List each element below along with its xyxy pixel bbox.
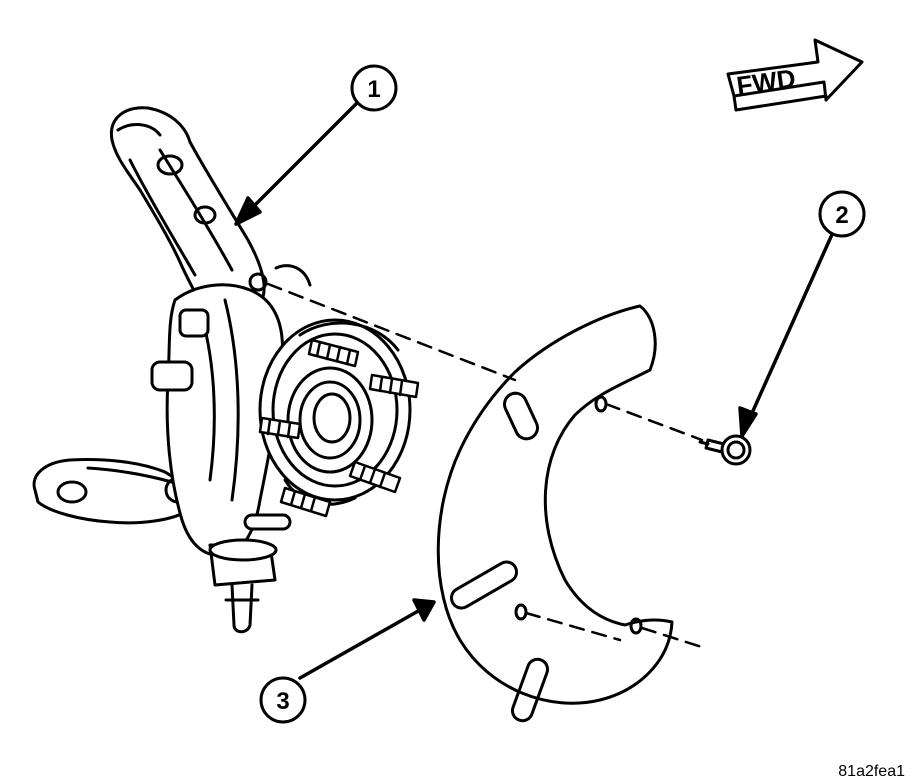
- alignment-lines: [266, 282, 707, 650]
- callout-2: 2: [818, 190, 866, 238]
- leader-arrow-2: [746, 228, 836, 424]
- alignment-line: [640, 626, 707, 650]
- alignment-line: [604, 402, 704, 442]
- wheel-stud: [258, 416, 302, 440]
- figure-code: 81a2fea1: [838, 763, 905, 780]
- wheel-studs: [258, 338, 420, 518]
- wheel-stud: [368, 373, 420, 399]
- callout-1: 1: [350, 64, 398, 112]
- fwd-arrow: FWD: [726, 38, 864, 112]
- wheel-stud: [307, 338, 360, 368]
- arrowhead-icon: [234, 196, 262, 226]
- arrowhead-icon: [738, 406, 758, 438]
- mounting-bolt: [698, 434, 752, 466]
- fwd-arrow-icon: [726, 38, 864, 102]
- leader-arrows: [234, 98, 836, 680]
- alignment-line: [266, 282, 517, 382]
- wheel-stud: [348, 460, 402, 494]
- leader-arrow-1: [246, 98, 362, 214]
- callout-label-2: 2: [835, 202, 848, 229]
- hub-bearing: [258, 318, 412, 506]
- callout-label-3: 3: [276, 688, 289, 715]
- callout-3: 3: [259, 676, 307, 724]
- fwd-label: FWD: [735, 63, 798, 101]
- arrowhead-icon: [412, 598, 436, 622]
- alignment-line: [524, 611, 622, 642]
- steering-knuckle: [32, 106, 312, 634]
- wheel-stud: [279, 486, 332, 518]
- splash-shield: [436, 304, 674, 723]
- leader-arrow-3: [298, 608, 422, 680]
- callout-label-1: 1: [367, 76, 380, 103]
